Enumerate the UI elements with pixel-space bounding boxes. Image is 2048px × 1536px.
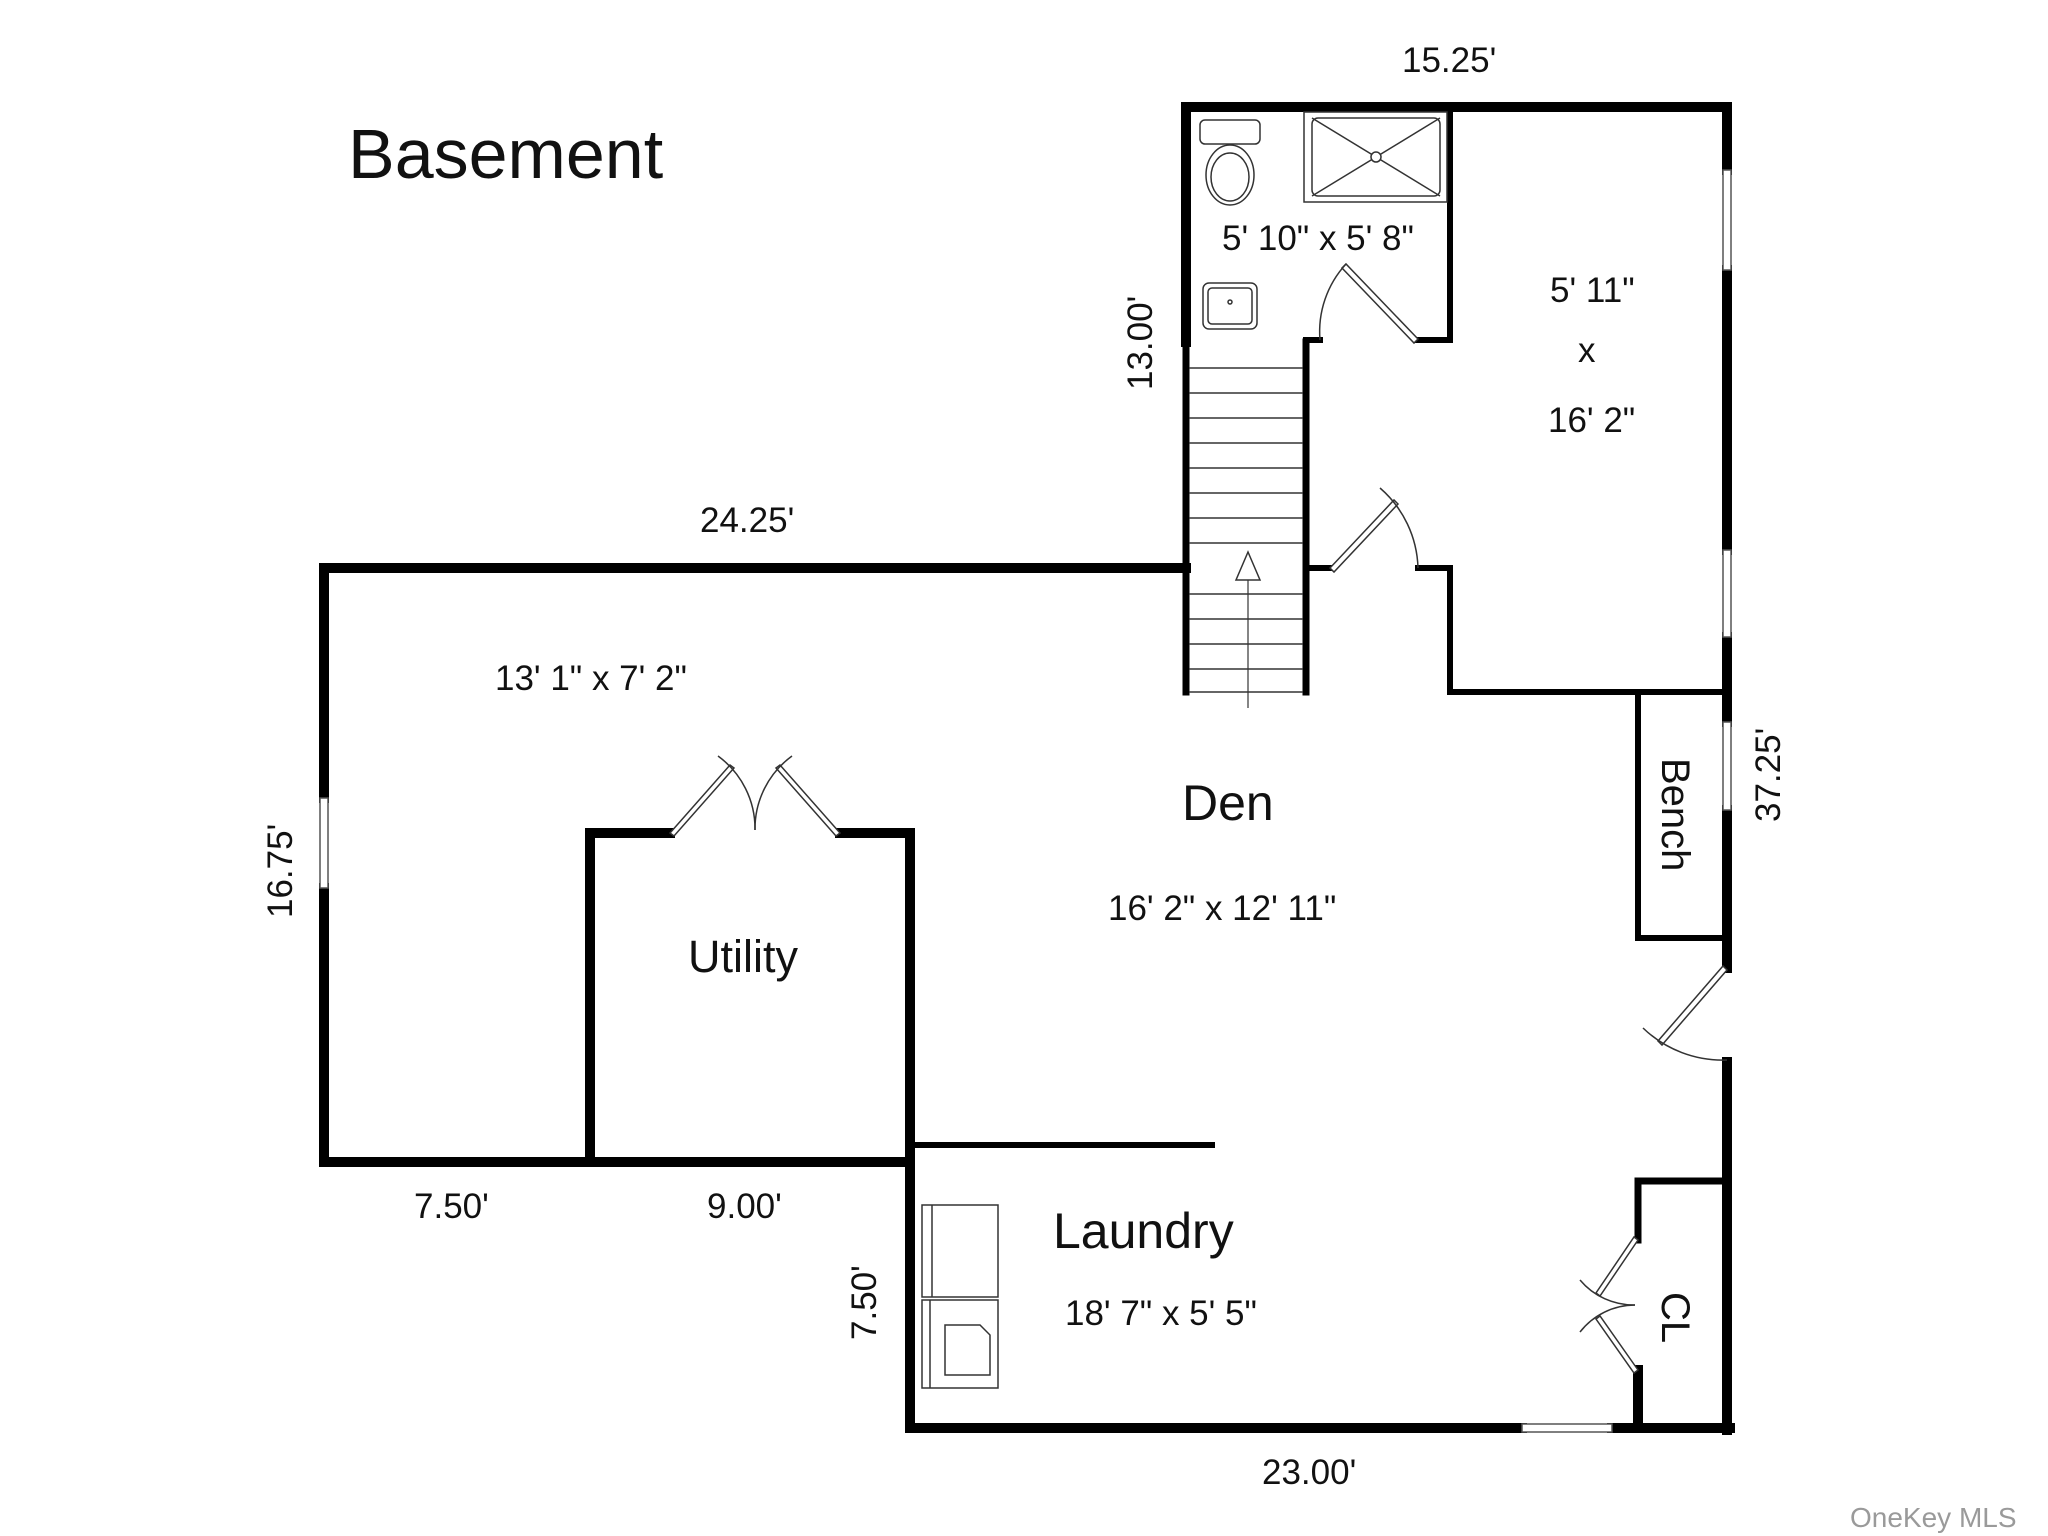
window-bottom	[1521, 1423, 1613, 1433]
dim-left-side: 16.75'	[261, 824, 300, 918]
dim-bottom-utility: 9.00'	[707, 1187, 782, 1226]
den-name: Den	[1182, 775, 1274, 831]
upper-room-dim1: 5' 11"	[1550, 271, 1635, 310]
dim-bottom-left: 7.50'	[414, 1187, 489, 1226]
bathroom-dims: 5' 10" x 5' 8"	[1222, 219, 1414, 258]
dim-left-top: 24.25'	[700, 501, 794, 540]
dim-stair-side: 13.00'	[1121, 296, 1160, 390]
fixtures	[921, 111, 1448, 1389]
doors	[668, 262, 1729, 1375]
upper-room-dim2: 16' 2"	[1548, 401, 1635, 440]
dim-laundry-side: 7.50'	[845, 1265, 884, 1340]
watermark: OneKey MLS	[1850, 1502, 2017, 1533]
window-upper-right-2	[1722, 549, 1732, 638]
door-exterior-right	[1642, 964, 1729, 1061]
utility-name: Utility	[688, 931, 798, 982]
den-dims: 16' 2" x 12' 11"	[1108, 889, 1336, 928]
staircase	[1189, 367, 1303, 708]
door-closet	[1579, 1235, 1640, 1375]
sink-icon	[1202, 282, 1258, 330]
bench-name: Bench	[1653, 758, 1697, 871]
toilet-icon	[1199, 119, 1261, 206]
laundry-name: Laundry	[1053, 1203, 1234, 1259]
door-upper-room	[1328, 487, 1419, 574]
laundry-dims: 18' 7" x 5' 5"	[1065, 1294, 1257, 1333]
upper-room-x: x	[1578, 331, 1596, 370]
washer-dryer-icon	[921, 1204, 999, 1389]
stair-arrow-icon	[1234, 550, 1262, 581]
dim-bottom: 23.00'	[1262, 1453, 1356, 1492]
door-bathroom	[1318, 262, 1420, 345]
shower-icon	[1303, 111, 1448, 203]
plan-title: Basement	[348, 115, 663, 193]
door-utility	[668, 755, 842, 838]
dim-right-side: 37.25'	[1749, 728, 1788, 822]
windows	[319, 169, 1732, 1433]
window-left	[319, 797, 329, 889]
dimension-labels: 15.25' 13.00' 24.25' 16.75' 7.50' 9.00' …	[261, 41, 1788, 1492]
room-labels: 5' 10" x 5' 8" 5' 11" x 16' 2" 13' 1" x …	[495, 219, 1697, 1343]
closet-name: CL	[1653, 1292, 1697, 1343]
dim-top: 15.25'	[1402, 41, 1496, 80]
left-area-dims: 13' 1" x 7' 2"	[495, 659, 687, 698]
window-upper-right-1	[1722, 169, 1732, 271]
window-bench	[1722, 721, 1732, 811]
walls	[319, 102, 1735, 1435]
